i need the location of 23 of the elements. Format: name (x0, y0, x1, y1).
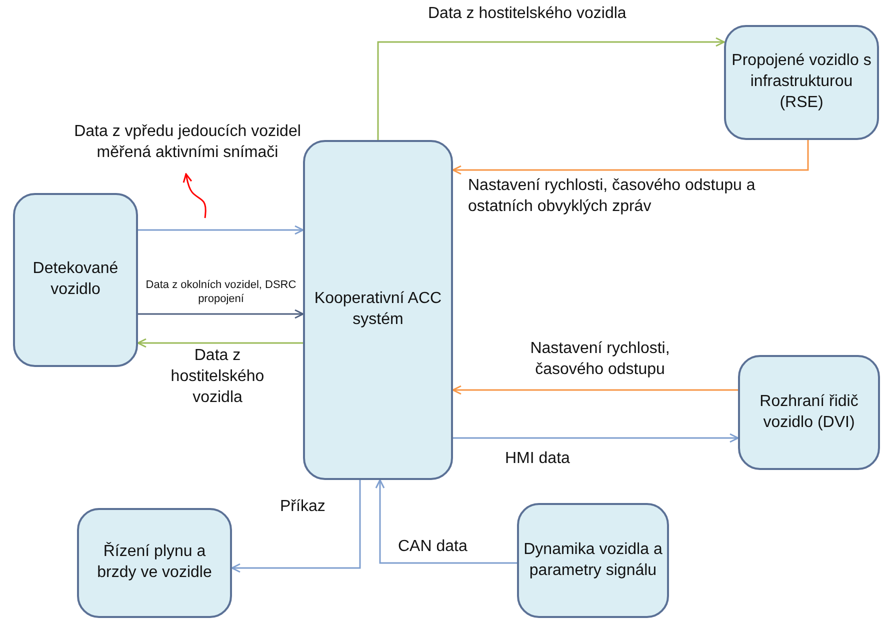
arrow (231, 480, 361, 573)
arrow (377, 37, 725, 140)
node-label: Rozhraní řidič vozidlo (DVI) (758, 392, 860, 432)
process-box (77, 508, 232, 618)
arrow (452, 140, 809, 175)
arrow (138, 309, 304, 319)
curved-arrow (182, 173, 206, 218)
node-label: Propojené vozidlo s infrastrukturou (RSE) (730, 51, 872, 113)
arrow (453, 433, 739, 443)
node-label: Detekované vozidlo (32, 259, 120, 300)
node-label: Kooperativní ACC systém (313, 289, 443, 330)
process-box (517, 503, 669, 618)
arrow (375, 479, 517, 564)
node-label: Řízení plynu a brzdy ve vozidle (96, 542, 213, 583)
arrow (452, 385, 738, 395)
process-box (13, 193, 138, 367)
arrow (138, 225, 304, 235)
process-box (303, 140, 453, 480)
process-box (724, 25, 879, 140)
node-label: Dynamika vozidla a parametry signálu (522, 540, 664, 580)
arrow (137, 338, 303, 348)
process-box (738, 355, 880, 470)
note-text: Data z vpředu jedoucích vozidel měřená aktivními snímači (73, 122, 302, 163)
